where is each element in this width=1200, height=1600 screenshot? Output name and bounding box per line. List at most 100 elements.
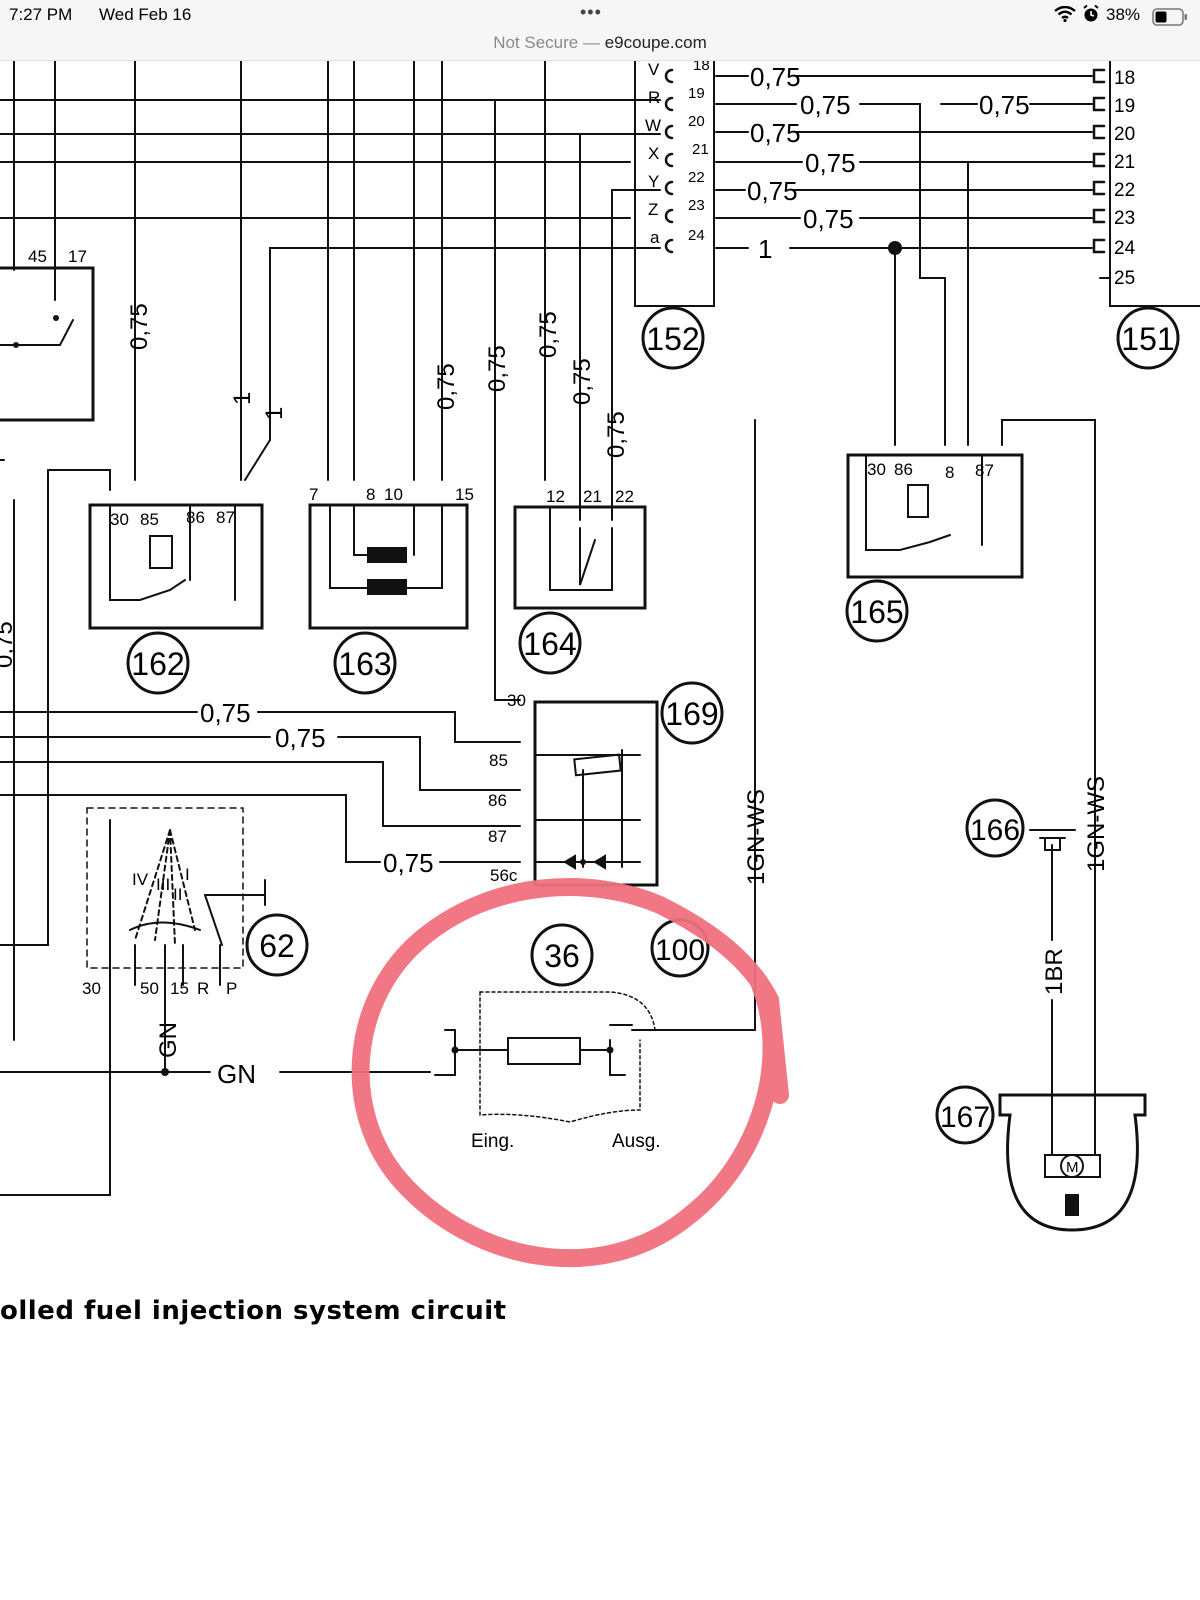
- url-separator: —: [578, 33, 605, 52]
- status-bar: 7:27 PM Wed Feb 16 ••• 38%: [0, 0, 1200, 30]
- wire-label: 1: [261, 407, 288, 420]
- wire-label: 1: [229, 392, 256, 405]
- pin-number: 21: [1114, 152, 1135, 173]
- pin-number: 18: [693, 61, 710, 74]
- pin-number: 23: [1114, 208, 1135, 229]
- terminal-label: 12: [546, 487, 565, 506]
- component-166-label: 166: [970, 814, 1020, 847]
- terminal-label: 30: [110, 510, 129, 529]
- terminal-label: 87: [216, 508, 235, 527]
- terminal-label: 15: [455, 485, 474, 504]
- terminal-label: 8: [945, 463, 954, 482]
- url-domain: e9coupe.com: [604, 33, 707, 52]
- component-164-label: 164: [523, 626, 576, 662]
- wire-label: 0,75: [126, 303, 153, 350]
- output-label: Ausg.: [612, 1131, 661, 1152]
- wire-label: 0,75: [803, 204, 854, 234]
- switch-position: IV: [132, 870, 149, 889]
- terminal-label: 50: [140, 979, 159, 998]
- pin-number: 22: [688, 169, 705, 186]
- terminal-label: 22: [615, 487, 634, 506]
- terminal-label: 86: [488, 791, 507, 810]
- pin-letter: Z: [648, 200, 658, 219]
- pin-letter: Y: [648, 172, 659, 191]
- security-label: Not Secure: [493, 33, 579, 52]
- pin-letter: R: [648, 88, 660, 107]
- battery-icon: [1152, 8, 1187, 26]
- pin-letter: W: [645, 116, 661, 135]
- wire-label: 0,75: [275, 723, 326, 753]
- alarm-icon: [1083, 4, 1099, 22]
- wire-label: 0,75: [603, 411, 630, 458]
- terminal-label: 30: [867, 460, 886, 479]
- wire-label: 0,75: [750, 118, 801, 148]
- component-163-circle: [333, 631, 397, 695]
- pin-number: 20: [688, 113, 705, 130]
- motor-label: M: [1066, 1159, 1079, 1176]
- pin-number: 22: [1114, 180, 1135, 201]
- component-151-label: 151: [1121, 321, 1174, 357]
- terminal-label: 85: [489, 751, 508, 770]
- terminal-label: 87: [488, 827, 507, 846]
- wire-label: 1BR: [1041, 948, 1068, 995]
- terminal-label: 86: [186, 508, 205, 527]
- wire-label: GN: [217, 1059, 256, 1089]
- terminal-label: 45: [28, 247, 47, 266]
- component-167-label: 167: [940, 1101, 990, 1134]
- pin-letter: X: [648, 144, 659, 163]
- wire-label: 1GN-WS: [743, 789, 770, 885]
- component-152-label: 152: [646, 321, 699, 357]
- switch-position: I: [185, 865, 190, 884]
- terminal-label: 30: [82, 979, 101, 998]
- component-166-circle: [965, 798, 1025, 858]
- component-164-circle: [518, 611, 582, 675]
- component-36-label: 36: [544, 938, 580, 974]
- switch-position: II: [173, 885, 182, 904]
- pin-letter: a: [650, 228, 660, 247]
- wire-label: 0,75: [750, 62, 801, 92]
- status-date: Wed Feb 16: [99, 5, 192, 24]
- motor-symbol: [1060, 1154, 1084, 1178]
- component-152-circle: [641, 306, 705, 370]
- pin-letter: V: [648, 61, 660, 79]
- component-162-circle: [126, 631, 190, 695]
- component-165-circle: [845, 579, 909, 643]
- component-169-label: 169: [665, 696, 718, 732]
- component-62-label: 62: [259, 928, 295, 964]
- pin-number: 20: [1114, 124, 1135, 145]
- terminal-label: 85: [140, 510, 159, 529]
- wiring-diagram: 152 151 162 163 164 165 169 62 36 100 16…: [0, 61, 1200, 1267]
- terminal-label: R: [197, 979, 209, 998]
- wifi-icon: [1054, 6, 1076, 22]
- wire-label: 0,75: [747, 176, 798, 206]
- terminal-label: 10: [384, 485, 403, 504]
- component-151-circle: [1116, 306, 1180, 370]
- component-36-circle: [530, 923, 594, 987]
- wire-label: 0,75: [383, 848, 434, 878]
- component-165-label: 165: [850, 594, 903, 630]
- terminal-label: 15: [170, 979, 189, 998]
- terminal-label: 56c: [490, 866, 518, 885]
- component-163-label: 163: [338, 646, 391, 682]
- address-bar[interactable]: Not Secure — e9coupe.com: [0, 30, 1200, 61]
- pin-number: 23: [688, 197, 705, 214]
- wire-label: 0,75: [569, 358, 596, 405]
- terminal-label: 30: [507, 691, 526, 710]
- terminal-label: 7: [309, 485, 318, 504]
- input-label: Eing.: [471, 1131, 514, 1152]
- terminal-label: 17: [68, 247, 87, 266]
- wire-label: 0,75: [800, 90, 851, 120]
- terminal-label: 86: [894, 460, 913, 479]
- terminal-label: 21: [583, 487, 602, 506]
- wire-label: GN: [155, 1022, 182, 1058]
- component-169-circle: [660, 681, 724, 745]
- component-167-circle: [935, 1085, 995, 1145]
- pin-number: 19: [1114, 96, 1135, 117]
- component-100-label: 100: [655, 934, 705, 967]
- switch-position: III: [156, 875, 170, 894]
- multitask-dots[interactable]: •••: [580, 2, 602, 22]
- terminal-label: P: [226, 979, 237, 998]
- pin-number: 19: [688, 85, 705, 102]
- pin-number: 18: [1114, 68, 1135, 89]
- terminal-label: 87: [975, 461, 994, 480]
